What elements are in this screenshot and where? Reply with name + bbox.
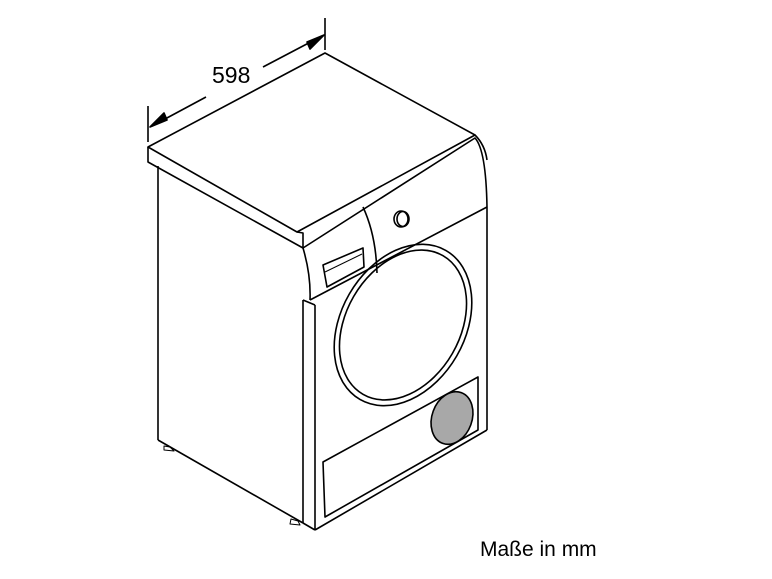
top-cover	[147, 52, 488, 249]
front-panel	[302, 206, 488, 531]
door	[333, 243, 473, 407]
filter-cover	[430, 390, 474, 446]
unit-caption: Maße in mm	[480, 538, 597, 561]
width-dimension-line	[147, 18, 326, 142]
program-knob	[393, 210, 410, 228]
display-window	[322, 247, 365, 288]
bottom-panel	[322, 376, 479, 518]
feet	[163, 445, 301, 526]
side-panel	[157, 166, 304, 524]
width-dimension-label: 598	[212, 62, 251, 88]
